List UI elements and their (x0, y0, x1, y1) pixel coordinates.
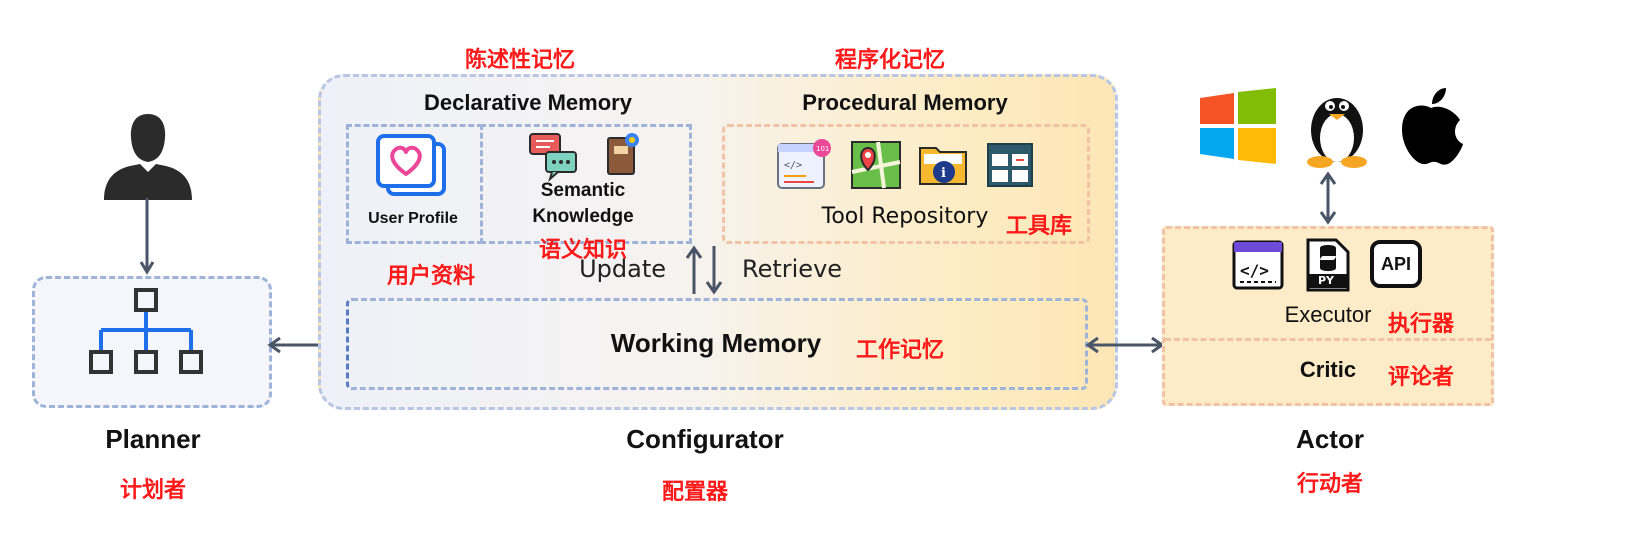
user-profile-cn: 用户资料 (386, 264, 475, 289)
working-memory-box (346, 298, 1088, 390)
update-label: Update (579, 255, 666, 283)
book-icon (604, 132, 642, 178)
configurator-title: Configurator (626, 424, 784, 454)
semantic-knowledge-box (480, 124, 692, 244)
tool-repository-box (722, 124, 1090, 244)
declarative-title: Declarative Memory (424, 90, 632, 115)
planner-down-arrow (139, 198, 155, 275)
terminal-code-icon: </> (1232, 240, 1284, 290)
procedural-title: Procedural Memory (802, 90, 1008, 115)
python-file-icon: PY (1306, 238, 1350, 292)
planner-user-icon (100, 110, 196, 202)
svg-text:</>: </> (784, 160, 802, 171)
critic-cn: 评论者 (1388, 365, 1455, 390)
api-icon: API (1370, 240, 1422, 288)
heart-cards-icon (376, 134, 450, 198)
windows-logo-icon (1198, 88, 1278, 164)
declarative-title-cn: 陈述性记忆 (464, 48, 575, 73)
code-window-icon: </> 101 (776, 138, 832, 192)
retrieve-label: Retrieve (742, 255, 843, 283)
configurator-title-cn: 配置器 (661, 480, 728, 505)
svg-text:101: 101 (816, 145, 829, 153)
procedural-title-cn: 程序化记忆 (834, 48, 945, 73)
semantic-knowledge-cn: 语义知识 (538, 238, 627, 263)
python-file-label: PY (1318, 274, 1335, 287)
semantic-knowledge-label-1: Semantic (540, 180, 626, 201)
linux-penguin-icon (1300, 84, 1374, 168)
config-actor-arrow (1085, 336, 1165, 354)
actor-divider (1165, 338, 1491, 341)
update-retrieve-arrows (685, 245, 723, 295)
planner-title-cn: 计划者 (119, 478, 186, 503)
info-folder-icon: i (918, 140, 970, 190)
table-icon (986, 142, 1034, 188)
executor-label: Executor (1284, 302, 1372, 327)
working-memory-cn: 工作记忆 (856, 338, 945, 363)
user-profile-label: User Profile (368, 210, 458, 227)
actor-title-cn: 行动者 (1296, 472, 1363, 497)
user-profile-box (346, 124, 483, 244)
svg-text:</>: </> (1240, 261, 1269, 280)
actor-title: Actor (1296, 424, 1364, 454)
api-icon-label: API (1380, 254, 1411, 274)
critic-label: Critic (1299, 357, 1357, 382)
map-pin-icon (850, 140, 902, 190)
chat-bubbles-icon (528, 132, 580, 182)
tool-repository-label: Tool Repository (821, 204, 989, 229)
executor-cn: 执行器 (1388, 312, 1455, 337)
working-memory-title: Working Memory (610, 328, 822, 358)
planner-box (32, 276, 272, 408)
apple-logo-icon (1396, 86, 1466, 168)
svg-text:i: i (941, 166, 946, 181)
hierarchy-icon (86, 288, 206, 378)
semantic-knowledge-label-2: Knowledge (532, 206, 634, 227)
os-actor-arrow (1319, 171, 1337, 225)
tool-repository-cn: 工具库 (1006, 214, 1073, 239)
planner-title: Planner (105, 424, 201, 454)
